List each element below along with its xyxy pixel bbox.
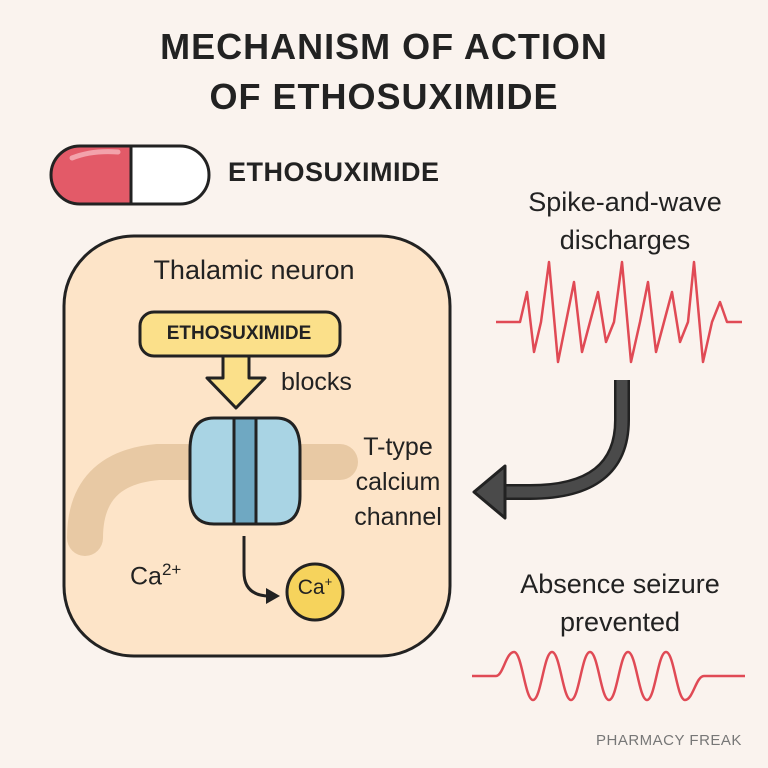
ca-left-base: Ca — [130, 562, 162, 591]
title-line-1: MECHANISM OF ACTION — [160, 26, 608, 67]
block-arrow-icon — [205, 354, 267, 410]
ethosuximide-box-text: ETHOSUXIMIDE — [166, 323, 312, 344]
blocks-label: blocks — [281, 368, 352, 396]
absence-seizure-label: Absence seizure prevented — [480, 565, 760, 641]
normal-wave-trace — [472, 650, 745, 702]
ca-ion-label: Ca+ — [286, 574, 344, 600]
capsule-icon — [49, 144, 211, 206]
neuron-title: Thalamic neuron — [153, 255, 355, 285]
neuron-axon — [67, 444, 358, 556]
calcium-channel-icon — [188, 416, 302, 526]
spike-label-line-1: Spike-and-wave — [528, 187, 722, 217]
absence-label-line-2: prevented — [559, 607, 681, 637]
footer-watermark: PHARMACY FREAK — [596, 732, 742, 749]
curved-arrowhead-icon — [472, 464, 507, 520]
spike-label-line-2: discharges — [559, 225, 691, 255]
channel-label: T-type calcium channel — [338, 430, 458, 535]
ca-2plus-label: Ca2+ — [130, 560, 181, 591]
ca-ion-charge: + — [324, 574, 333, 589]
ca-ion-base: Ca — [297, 576, 325, 599]
absence-label-line-1: Absence seizure — [520, 569, 720, 599]
page-title: MECHANISM OF ACTION OF ETHOSUXIMIDE — [0, 22, 768, 122]
title-line-2: OF ETHOSUXIMIDE — [209, 76, 559, 117]
drug-name-label: ETHOSUXIMIDE — [228, 157, 440, 187]
ca-left-charge: 2+ — [161, 560, 182, 579]
ca-flow-arrow-icon — [242, 536, 271, 598]
spike-wave-trace — [496, 260, 742, 364]
spike-wave-label: Spike-and-wave discharges — [500, 183, 750, 259]
ca-ion-circle — [285, 562, 345, 622]
channel-label-line-1: T-type — [363, 433, 433, 461]
ca-flow-arrowhead-icon — [266, 588, 280, 604]
channel-label-line-2: calcium — [355, 468, 441, 496]
channel-label-line-3: channel — [354, 503, 442, 531]
